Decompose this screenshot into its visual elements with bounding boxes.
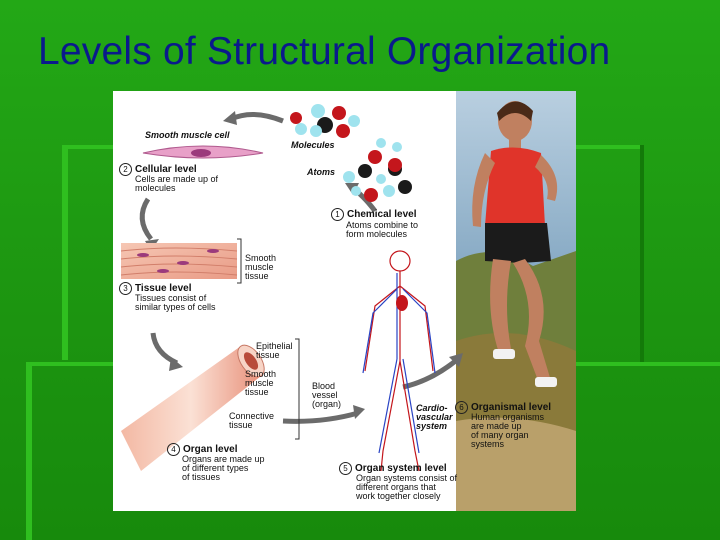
decorative-bar [62, 145, 68, 360]
label-line: Epithelial [256, 341, 293, 351]
label-line: muscle [245, 262, 274, 272]
step-number: 2 [119, 163, 132, 176]
smooth-muscle-cell-label: Smooth muscle cell [145, 130, 230, 140]
label-line: Smooth [245, 253, 277, 263]
desc-line: molecules [135, 183, 176, 193]
slide-title: Levels of Structural Organization [38, 30, 611, 73]
step-number: 3 [119, 282, 132, 295]
label-line: Blood [312, 381, 336, 391]
decorative-bar [26, 362, 32, 540]
atoms-illustration [343, 138, 412, 202]
desc-line: similar types of cells [135, 302, 216, 312]
label-line: tissue [256, 350, 280, 360]
organismal-level-heading: Organismal level [471, 402, 552, 414]
label-line: Cardio- [416, 403, 448, 413]
desc-line: of different types [182, 463, 249, 473]
label-line: Smooth [245, 369, 277, 379]
desc-line: work together closely [356, 491, 441, 501]
desc-line: systems [471, 439, 505, 449]
decorative-bar [640, 145, 644, 362]
desc-line: form molecules [346, 229, 408, 239]
desc-line: Human organisms [471, 412, 545, 422]
label-line: tissue [245, 271, 269, 281]
figure-artwork [120, 91, 576, 511]
desc-line: Cells are made up of [135, 174, 219, 184]
desc-line: of many organ [471, 430, 529, 440]
chemical-level-heading: Chemical level [347, 209, 417, 221]
label-line: system [416, 421, 448, 431]
step-number: 4 [167, 443, 180, 456]
cellular-level-heading: Cellular level [135, 164, 197, 176]
desc-line: Atoms combine to [346, 220, 419, 230]
runner-photo [456, 91, 576, 511]
smooth-muscle-tissue-illustration [120, 238, 242, 284]
molecules-illustration [290, 104, 360, 138]
organ-system-level-heading: Organ system level [355, 463, 447, 475]
label-line: tissue [229, 420, 253, 430]
label-line: vascular [416, 412, 453, 422]
step-number: 5 [339, 462, 352, 475]
label-line: vessel [312, 390, 338, 400]
step-number: 1 [331, 208, 344, 221]
desc-line: of tissues [182, 472, 221, 482]
label-line: (organ) [312, 399, 342, 409]
desc-line: Organs are made up [182, 454, 265, 464]
atoms-label: Atoms [307, 167, 336, 177]
blood-vessel-illustration [121, 338, 300, 471]
desc-line: are made up [471, 421, 522, 431]
label-line: tissue [245, 387, 269, 397]
label-line: muscle [245, 378, 274, 388]
smooth-muscle-cell-illustration [142, 145, 264, 159]
molecules-label: Molecules [291, 140, 335, 150]
desc-line: Tissues consist of [135, 293, 207, 303]
desc-line: different organs that [356, 482, 436, 492]
tissue-level-heading: Tissue level [135, 283, 192, 295]
step-number: 6 [455, 401, 468, 414]
organ-level-heading: Organ level [183, 444, 238, 456]
label-line: Connective [229, 411, 275, 421]
cardiovascular-figure [362, 250, 436, 472]
desc-line: Organ systems consist of [356, 473, 458, 483]
